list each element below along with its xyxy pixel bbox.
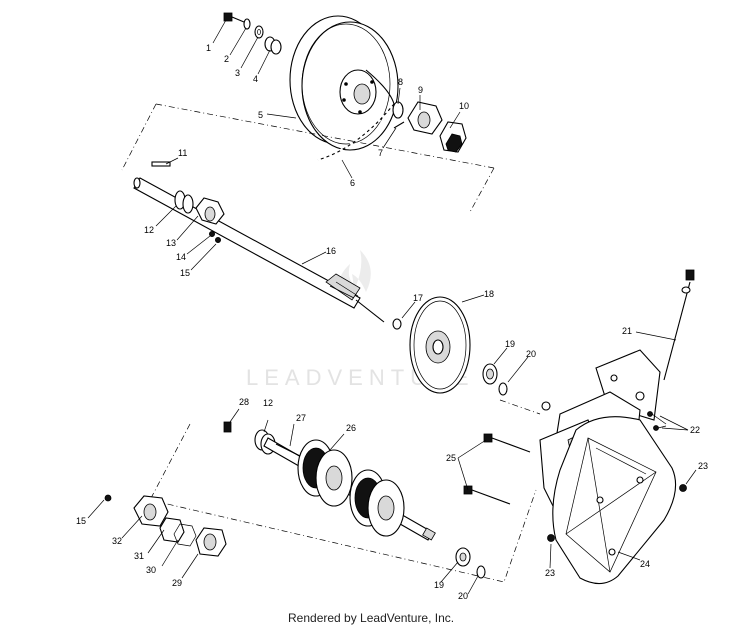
callout-21: 21 <box>622 326 632 336</box>
assembly-line-housing <box>499 399 541 415</box>
flange-29 <box>195 527 227 557</box>
nut-14 <box>208 230 215 237</box>
driven-pulley-group <box>121 12 495 213</box>
callout-20-bottom: 20 <box>458 591 468 601</box>
callout-32: 32 <box>112 536 122 546</box>
callout-10: 10 <box>459 101 469 111</box>
pulley-5 <box>289 15 399 151</box>
callout-19: 19 <box>505 339 515 349</box>
callout-12: 12 <box>144 225 154 235</box>
callout-27: 27 <box>296 413 306 423</box>
assembly-line-bottom <box>149 423 537 583</box>
callout-11: 11 <box>178 148 187 158</box>
jackshaft-16 <box>133 177 385 323</box>
cover-10 <box>439 121 467 153</box>
callout-13: 13 <box>166 238 176 248</box>
callout-12-bottom: 12 <box>263 398 273 408</box>
nut-23-bottom <box>547 534 555 542</box>
callout-9: 9 <box>418 85 423 95</box>
callout-2: 2 <box>224 54 229 64</box>
assembly-line-left <box>121 103 157 171</box>
flange-32 <box>133 495 169 527</box>
flange-13 <box>195 197 225 225</box>
collar-27 <box>275 443 301 457</box>
callout-8: 8 <box>398 77 403 87</box>
callout-31: 31 <box>134 551 144 561</box>
callout-29: 29 <box>172 578 182 588</box>
key-11 <box>151 161 171 167</box>
circlip-20-bottom <box>476 565 486 579</box>
callout-19-bottom: 19 <box>434 580 444 590</box>
callout-25: 25 <box>446 453 456 463</box>
footer-credit: Rendered by LeadVenture, Inc. <box>288 611 454 625</box>
brake-disc-18 <box>409 296 471 394</box>
callout-28: 28 <box>239 397 249 407</box>
spacer-4 <box>264 36 282 55</box>
callout-30: 30 <box>146 565 156 575</box>
nut-23-right <box>679 484 687 492</box>
bearing-plate-9 <box>407 101 443 135</box>
callout-24: 24 <box>640 559 650 569</box>
callout-23: 23 <box>698 461 708 471</box>
sprockets-26 <box>297 439 405 537</box>
dipstick-21 <box>663 269 695 381</box>
bolt-1 <box>223 12 245 23</box>
screws-22 <box>647 411 667 431</box>
grease-fitting-28 <box>223 421 232 433</box>
callout-5: 5 <box>258 110 263 120</box>
assembly-line-top <box>155 103 495 169</box>
callout-22: 22 <box>690 425 700 435</box>
callout-20: 20 <box>526 349 536 359</box>
callout-23-bottom: 23 <box>545 568 555 578</box>
chaincase-cover-24 <box>552 416 677 585</box>
callout-7: 7 <box>378 148 383 158</box>
washer-8 <box>392 101 404 119</box>
bolt-7 <box>393 121 405 129</box>
callout-17: 17 <box>413 293 423 303</box>
chaincase-group <box>463 269 695 585</box>
oring-17 <box>392 318 402 330</box>
gasket-30 <box>173 523 197 547</box>
bearing-19-top <box>482 363 498 385</box>
driveshaft-group <box>104 421 537 583</box>
circlip-20-top <box>498 382 508 396</box>
nut-15-bottom <box>104 494 112 502</box>
drive-chain-6 <box>317 69 396 162</box>
bearing-19-bottom <box>455 547 471 567</box>
callout-18: 18 <box>484 289 494 299</box>
nut-15 <box>214 236 221 243</box>
callout-1: 1 <box>206 43 211 53</box>
bolts-25 <box>463 433 531 505</box>
callout-labels: 1 2 3 4 5 6 7 8 9 10 11 12 13 14 15 16 1… <box>76 43 708 601</box>
leader-lines <box>87 19 697 595</box>
jackshaft-group <box>133 161 508 396</box>
seal-31 <box>159 517 185 543</box>
washer-3 <box>254 25 264 39</box>
shaft-spline <box>422 527 436 541</box>
callout-15: 15 <box>180 268 190 278</box>
callout-16: 16 <box>326 246 336 256</box>
callout-26: 26 <box>346 423 356 433</box>
callout-14: 14 <box>176 252 186 262</box>
assembly-line-right <box>469 167 495 213</box>
callout-15-bottom: 15 <box>76 516 86 526</box>
callout-3: 3 <box>235 68 240 78</box>
callout-6: 6 <box>350 178 355 188</box>
bearing-12-top <box>174 190 194 214</box>
callout-4: 4 <box>253 74 258 84</box>
washer-2 <box>243 18 251 30</box>
